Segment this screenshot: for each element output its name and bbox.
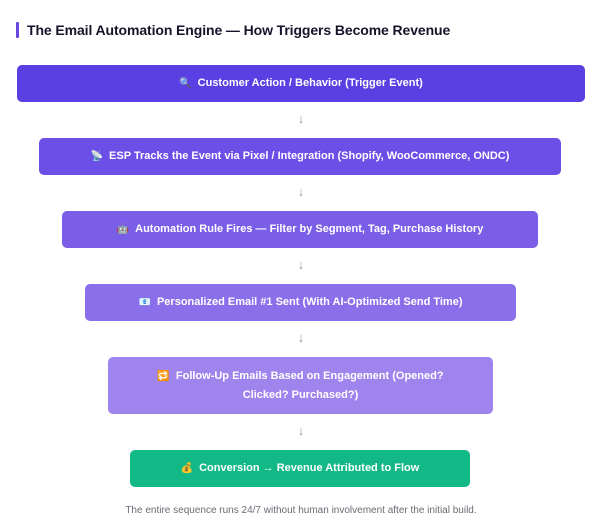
down-arrow-icon: ↓ <box>297 257 305 272</box>
down-arrow-icon: ↓ <box>297 423 305 438</box>
flow-step-esp-tracking: 📡 ESP Tracks the Event via Pixel / Integ… <box>39 138 561 175</box>
magnifying-glass-icon: 🔍 <box>179 78 192 89</box>
flow-step-trigger: 🔍 Customer Action / Behavior (Trigger Ev… <box>17 65 585 102</box>
step-label: ESP Tracks the Event via Pixel / Integra… <box>109 150 510 162</box>
footer-note: The entire sequence runs 24/7 without hu… <box>125 505 477 516</box>
step-text: 🔁 Follow-Up Emails Based on Engagement (O… <box>138 367 463 405</box>
down-arrow-icon: ↓ <box>297 111 305 126</box>
diagram-title: The Email Automation Engine — How Trigge… <box>16 22 450 38</box>
flow-step-personalized-email: 📧 Personalized Email #1 Sent (With AI-Op… <box>85 284 516 321</box>
down-arrow-icon: ↓ <box>297 330 305 345</box>
robot-icon: 🤖 <box>116 224 130 235</box>
money-bag-icon: 💰 <box>180 463 194 474</box>
satellite-antenna-icon: 📡 <box>90 151 104 162</box>
step-label: Personalized Email #1 Sent (With AI-Opti… <box>156 296 463 308</box>
step-label: Follow-Up Emails Based on Engagement (Op… <box>175 369 444 401</box>
step-label: Customer Action / Behavior (Trigger Even… <box>197 77 423 89</box>
page-title: The Email Automation Engine — How Trigge… <box>27 22 451 38</box>
down-arrow-icon: ↓ <box>297 184 305 199</box>
flow-step-follow-up: 🔁 Follow-Up Emails Based on Engagement (O… <box>108 357 493 414</box>
title-accent-bar <box>16 22 19 38</box>
flow-step-automation-rule: 🤖 Automation Rule Fires — Filter by Segm… <box>62 211 538 248</box>
email-icon: 📧 <box>138 297 151 308</box>
flow-step-conversion: 💰 Conversion → Revenue Attributed to Flo… <box>130 450 470 487</box>
step-label: Conversion → Revenue Attributed to Flow <box>199 462 420 474</box>
step-label: Automation Rule Fires — Filter by Segmen… <box>135 223 484 235</box>
repeat-icon: 🔁 <box>157 370 170 382</box>
